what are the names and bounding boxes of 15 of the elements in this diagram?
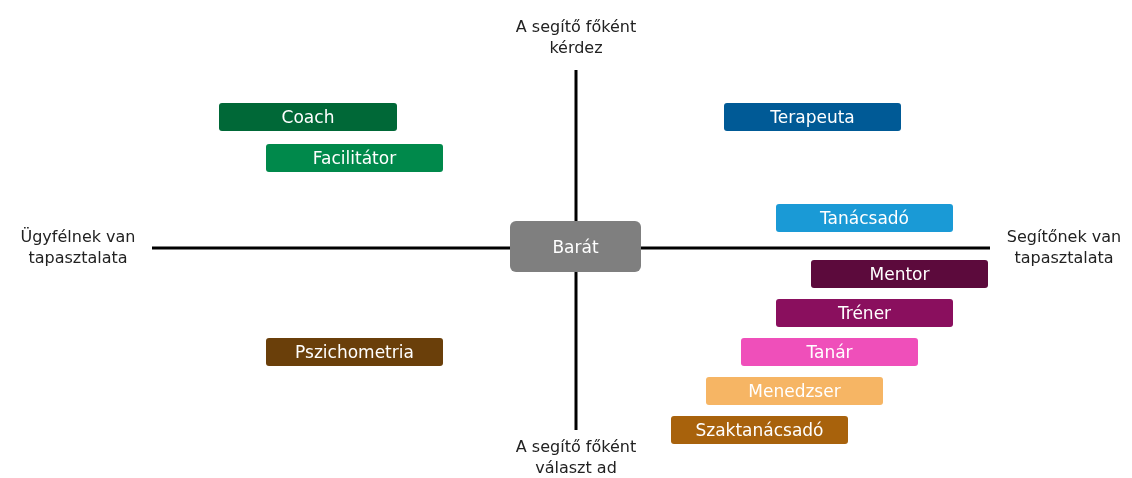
axis-label: A segítő főként kérdez — [514, 16, 638, 58]
role-box: Tréner — [776, 299, 953, 327]
role-box: Barát — [510, 221, 641, 272]
role-box: Pszichometria — [266, 338, 443, 366]
axis-label: Ügyfélnek van tapasztalata — [19, 226, 137, 268]
role-box: Tanácsadó — [776, 204, 953, 232]
role-box: Menedzser — [706, 377, 883, 405]
role-box: Szaktanácsadó — [671, 416, 848, 444]
role-box: Terapeuta — [724, 103, 901, 131]
role-box: Tanár — [741, 338, 918, 366]
role-box: Mentor — [811, 260, 988, 288]
role-box: Coach — [219, 103, 397, 131]
role-box: Facilitátor — [266, 144, 443, 172]
axis-label: Segítőnek van tapasztalata — [1005, 226, 1123, 268]
axis-label: A segítő főként választ ad — [514, 436, 638, 478]
